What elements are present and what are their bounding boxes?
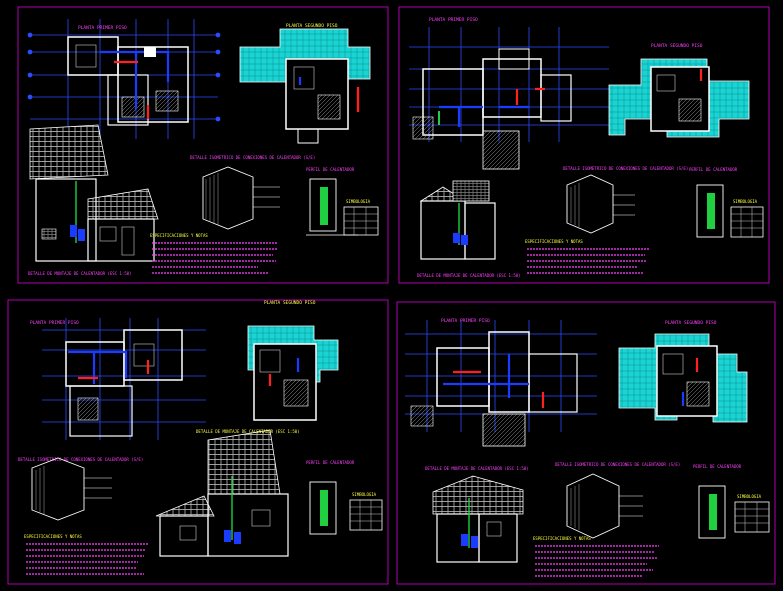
notes-title: ESPECIFICACIONES Y NOTAS — [525, 239, 583, 244]
symbology-table: SIMBOLOGIA — [343, 199, 379, 236]
isometric-detail: DETALLE ISOMETRICO DE CONEXIONES DE CALE… — [563, 166, 688, 234]
heater-profile: PERFIL DE CALENTADOR — [689, 167, 738, 238]
axis-grid — [27, 19, 221, 139]
detail-title: DETALLE ISOMETRICO DE CONEXIONES DE CALE… — [190, 155, 315, 160]
house-elevation — [155, 429, 289, 557]
sheet-4: PLANTA PRIMER PISO PLANTA SEGUNDO PISO D… — [396, 301, 776, 585]
plan-title: PLANTA PRIMER PISO — [429, 17, 478, 23]
first-floor-plan — [67, 36, 189, 126]
first-floor-plan — [410, 331, 578, 447]
notes-block: ESPECIFICACIONES Y NOTAS — [525, 239, 649, 274]
symbology-table: SIMBOLOGIA — [349, 492, 383, 531]
sheet-border — [398, 6, 770, 284]
upper-floor-plan — [247, 325, 339, 421]
detail-title: DETALLE ISOMETRICO DE CONEXIONES DE CALE… — [563, 166, 688, 171]
elevation-title: DETALLE DE MONTAJE DE CALENTADOR (ESC 1:… — [196, 429, 300, 434]
notes-block: ESPECIFICACIONES Y NOTAS — [24, 534, 148, 575]
upper-floor-plan — [618, 333, 748, 423]
notes-block: ESPECIFICACIONES Y NOTAS — [150, 233, 278, 274]
plan-title: PLANTA PRIMER PISO — [441, 318, 490, 324]
elevation-title: DETALLE DE MONTAJE DE CALENTADOR (ESC 1:… — [28, 271, 132, 276]
sheet-border — [17, 6, 389, 284]
symbology-table: SIMBOLOGIA — [734, 494, 770, 533]
isometric-detail: DETALLE ISOMETRICO DE CONEXIONES DE CALE… — [190, 155, 315, 230]
plan-title: PLANTA PRIMER PISO — [30, 320, 79, 326]
notes-title: ESPECIFICACIONES Y NOTAS — [533, 536, 591, 541]
section-title: PERFIL DE CALENTADOR — [689, 167, 738, 172]
notes-block: ESPECIFICACIONES Y NOTAS — [533, 536, 659, 577]
plan-title: PLANTA PRIMER PISO — [78, 25, 127, 31]
upper-plan-title: PLANTA SEGUNDO PISO — [264, 300, 316, 306]
isometric-detail: DETALLE ISOMETRICO DE CONEXIONES DE CALE… — [555, 462, 680, 539]
sheet-1: PLANTA PRIMER PISO PLANTA SEGUNDO PISO D… — [17, 6, 389, 284]
detail-title: DETALLE ISOMETRICO DE CONEXIONES DE CALE… — [18, 457, 143, 462]
table-title: SIMBOLOGIA — [352, 492, 377, 497]
first-floor-plan — [65, 329, 183, 437]
upper-floor-plan — [239, 28, 371, 144]
symbology-table: SIMBOLOGIA — [730, 199, 764, 238]
sheet-2: PLANTA PRIMER PISO PLANTA SEGUNDO PISO D… — [398, 6, 770, 284]
sheet-border — [7, 299, 389, 585]
elevation-title: DETALLE DE MONTAJE DE CALENTADOR (ESC 1:… — [417, 273, 521, 278]
house-elevation — [419, 180, 496, 260]
upper-plan-title: PLANTA SEGUNDO PISO — [286, 23, 338, 29]
house-elevation — [432, 475, 524, 563]
upper-plan-title: PLANTA SEGUNDO PISO — [651, 43, 703, 49]
table-title: SIMBOLOGIA — [733, 199, 758, 204]
first-floor-plan — [412, 48, 572, 170]
elevation-title: DETALLE DE MONTAJE DE CALENTADOR (ESC 1:… — [425, 466, 529, 471]
notes-title: ESPECIFICACIONES Y NOTAS — [24, 534, 82, 539]
sheet-3: PLANTA PRIMER PISO PLANTA SEGUNDO PISO D… — [7, 299, 389, 585]
section-title: PERFIL DE CALENTADOR — [306, 167, 355, 172]
detail-title: DETALLE ISOMETRICO DE CONEXIONES DE CALE… — [555, 462, 680, 467]
upper-floor-plan — [608, 58, 750, 138]
sheet-border — [396, 301, 776, 585]
table-title: SIMBOLOGIA — [737, 494, 762, 499]
house-elevation — [29, 124, 159, 262]
heater-profile: PERFIL DE CALENTADOR — [693, 464, 742, 539]
section-title: PERFIL DE CALENTADOR — [306, 460, 355, 465]
table-title: SIMBOLOGIA — [346, 199, 371, 204]
heater-profile: PERFIL DE CALENTADOR — [306, 460, 355, 535]
section-title: PERFIL DE CALENTADOR — [693, 464, 742, 469]
upper-plan-title: PLANTA SEGUNDO PISO — [665, 320, 717, 326]
isometric-detail: DETALLE ISOMETRICO DE CONEXIONES DE CALE… — [18, 457, 143, 521]
notes-title: ESPECIFICACIONES Y NOTAS — [150, 233, 208, 238]
